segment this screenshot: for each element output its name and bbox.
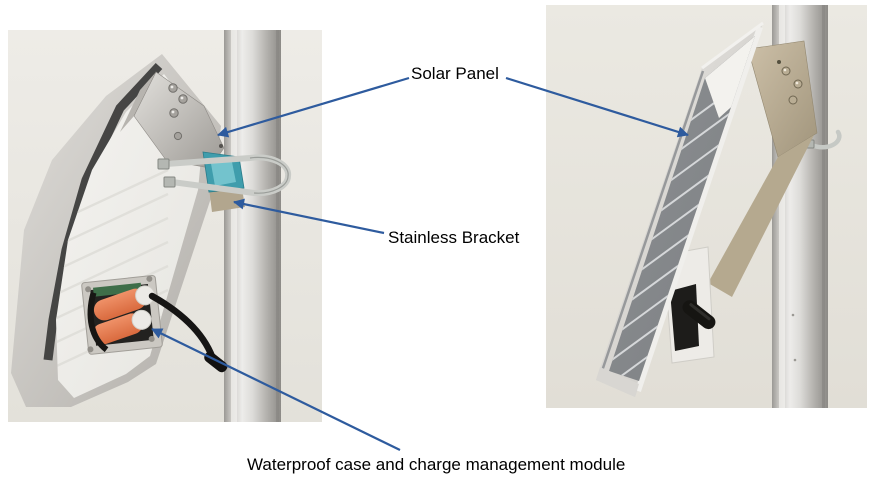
battery-strap bbox=[87, 291, 109, 353]
waterproof-case-label: Waterproof case and charge management mo… bbox=[247, 455, 626, 474]
bracket-screws bbox=[168, 83, 188, 141]
cable-gland-knob bbox=[670, 284, 716, 351]
mounting-pole bbox=[772, 5, 828, 408]
battery-top bbox=[93, 285, 156, 321]
stainless-bracket-label: Stainless Bracket bbox=[388, 228, 520, 247]
battery-bottom bbox=[92, 309, 152, 345]
photo-left bbox=[8, 30, 322, 422]
waterproof-case bbox=[81, 275, 163, 355]
photo-right bbox=[546, 5, 867, 408]
u-bolt-clamp bbox=[157, 154, 292, 197]
mounting-pole bbox=[224, 30, 281, 422]
charge-module-pcb bbox=[93, 282, 142, 297]
solar-panel-label: Solar Panel bbox=[411, 64, 499, 83]
stainless-bracket-right bbox=[708, 40, 818, 297]
